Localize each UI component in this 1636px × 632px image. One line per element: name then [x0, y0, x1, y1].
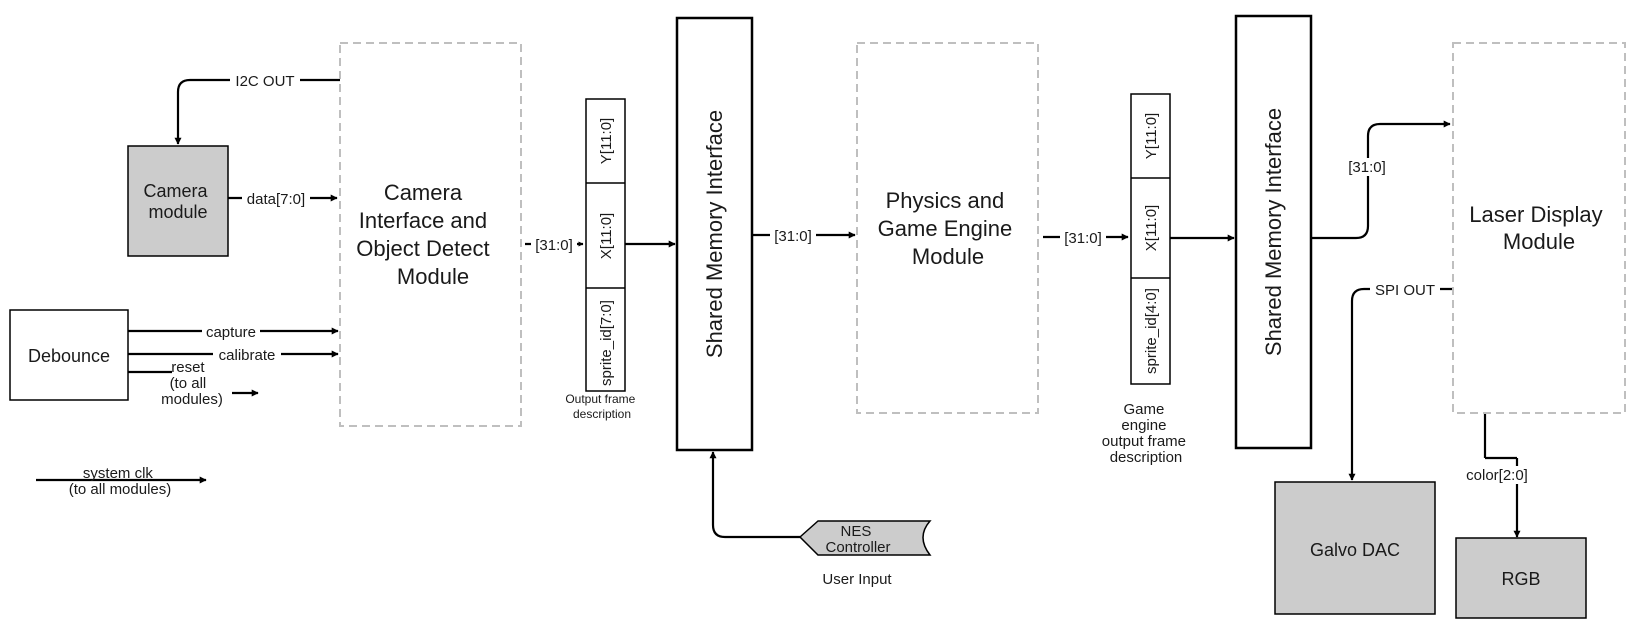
bus-4-wire [1311, 120, 1451, 240]
galvo-dac-block [1274, 481, 1436, 615]
galvo-dac-label: Galvo DAC [1310, 540, 1400, 560]
bus-1-label: [31:0] [535, 237, 573, 254]
bus-2-label: [31:0] [774, 228, 812, 245]
frame-1-field-x: X[11:0] [598, 213, 615, 259]
user-input-label: User Input [822, 571, 892, 588]
nes-input-wire [709, 451, 800, 539]
camera-interface-block [339, 42, 522, 427]
calibrate-label: calibrate [219, 347, 276, 364]
frame-1-field-y: Y[11:0] [598, 118, 615, 164]
frame-2-field-y: Y[11:0] [1143, 113, 1160, 159]
camera-module-block [127, 145, 229, 257]
frame-1-caption: Output frame description [565, 392, 638, 421]
reset-label: reset (to all modules) [161, 359, 223, 408]
frame-1-field-sprite: sprite_id[7:0] [598, 300, 615, 386]
frame-1-block [585, 98, 626, 392]
debounce-block [9, 309, 129, 401]
rgb-block [1455, 537, 1587, 619]
spi-out-wire [1348, 287, 1453, 481]
bus-3-label: [31:0] [1064, 230, 1102, 247]
color-label: color[2:0] [1466, 467, 1528, 484]
shared-memory-2-block [1234, 14, 1313, 450]
debounce-label: Debounce [28, 346, 110, 366]
frame-2-caption: Game engine output frame description [1102, 401, 1190, 466]
nes-controller-label: NES Controller [825, 523, 890, 556]
laser-display-label: Laser Display Module [1469, 202, 1608, 254]
shared-memory-1-block [675, 16, 754, 452]
shared-memory-1-label: Shared Memory Interface [702, 110, 727, 358]
rgb-label: RGB [1501, 569, 1540, 589]
data-label: data[7:0] [247, 191, 305, 208]
i2c-out-wire [174, 78, 340, 145]
i2c-out-label: I2C OUT [235, 73, 294, 90]
laser-display-block [1452, 42, 1626, 414]
camera-interface-label: Camera Interface and Object Detect Modul… [356, 180, 495, 289]
frame-2-block [1130, 93, 1171, 385]
spi-out-label: SPI OUT [1375, 282, 1435, 299]
physics-label: Physics and Game Engine Module [878, 188, 1019, 269]
system-clk-label: system clk (to all modules) [69, 465, 172, 498]
camera-module-label: Camera module [143, 181, 212, 222]
capture-label: capture [206, 324, 256, 341]
frame-2-field-x: X[11:0] [1143, 205, 1160, 251]
frame-2-field-sprite: sprite_id[4:0] [1143, 288, 1160, 374]
nes-controller-block [798, 520, 932, 556]
bus-4-label: [31:0] [1348, 159, 1386, 176]
physics-block [856, 42, 1039, 414]
shared-memory-2-label: Shared Memory Interface [1261, 108, 1286, 356]
